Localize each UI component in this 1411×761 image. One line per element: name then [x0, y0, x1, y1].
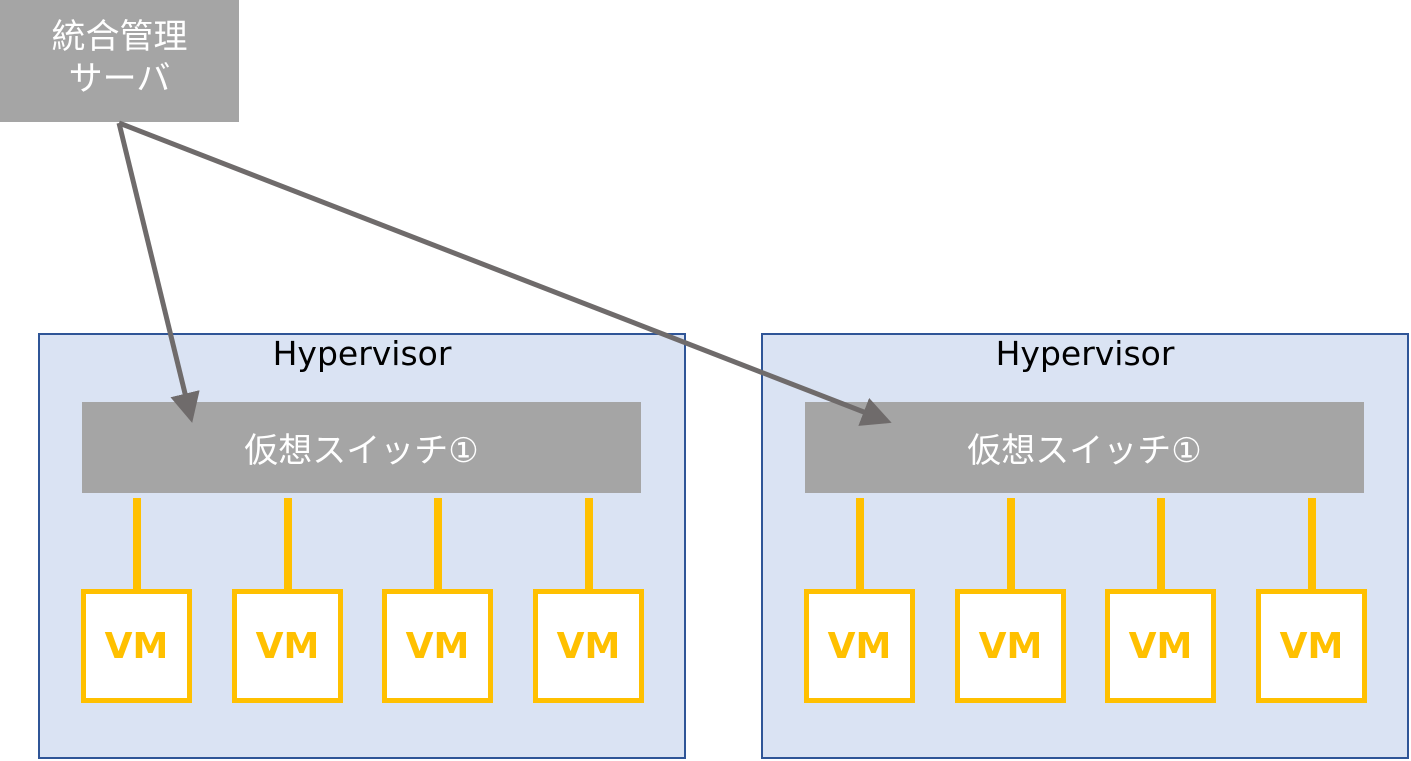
vm-link	[1308, 498, 1316, 591]
management-server-label-line2: サーバ	[68, 59, 171, 99]
vm-link	[434, 498, 442, 591]
vm-box: VM	[533, 589, 644, 703]
vm-link	[856, 498, 864, 591]
vm-box: VM	[232, 589, 343, 703]
vm-box: VM	[1105, 589, 1216, 703]
hypervisor-1-title: Hypervisor	[272, 334, 452, 373]
vm-link	[1157, 498, 1165, 591]
hypervisor-1: Hypervisor 仮想スイッチ① VM VM VM VM	[38, 333, 686, 759]
vm-box: VM	[804, 589, 915, 703]
vm-link	[284, 498, 292, 591]
management-server-label-line1: 統合管理	[51, 17, 188, 57]
hypervisor-2-title: Hypervisor	[995, 334, 1175, 373]
vm-link	[1007, 498, 1015, 591]
vm-box: VM	[1256, 589, 1367, 703]
vm-box: VM	[955, 589, 1066, 703]
management-server: 統合管理 サーバ	[0, 0, 239, 122]
vm-link	[133, 498, 141, 591]
vm-link	[585, 498, 593, 591]
hypervisor-2: Hypervisor 仮想スイッチ① VM VM VM VM	[761, 333, 1409, 759]
hypervisor-1-virtual-switch: 仮想スイッチ①	[82, 402, 641, 493]
vm-box: VM	[81, 589, 192, 703]
hypervisor-2-virtual-switch: 仮想スイッチ①	[805, 402, 1364, 493]
vm-box: VM	[382, 589, 493, 703]
